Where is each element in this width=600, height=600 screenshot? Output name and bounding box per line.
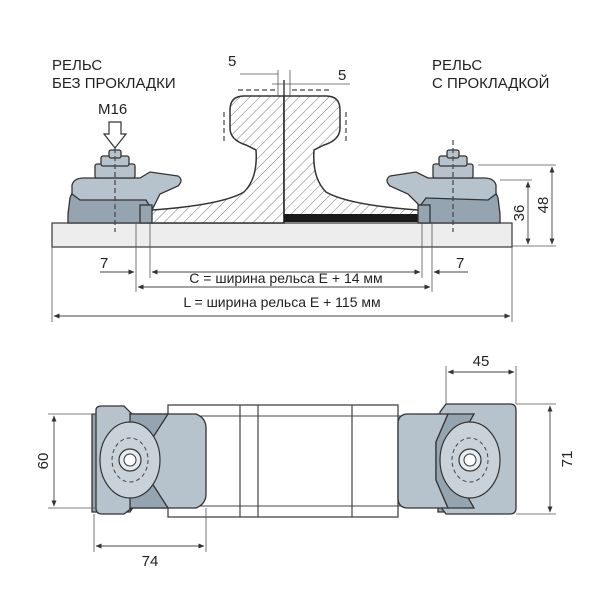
rail-pad (284, 214, 422, 222)
rail-no-pad-line2: БЕЗ ПРОКЛАДКИ (52, 75, 176, 92)
left-clamp (67, 140, 182, 232)
dim-height-60: 60 (35, 453, 52, 470)
section-view (51, 70, 556, 322)
right-clamp (386, 140, 501, 232)
dim-c-formula: C = ширина рельса E + 14 мм (189, 270, 382, 286)
rail-right-half (283, 95, 422, 217)
bolt-arrow (102, 121, 128, 149)
rail-with-pad-line1: РЕЛЬС (432, 57, 482, 74)
dim-height-71: 71 (559, 451, 576, 468)
plan-view (48, 366, 556, 552)
dim-offset-right: 7 (456, 255, 464, 272)
dim-l-formula: L = ширина рельса E + 115 мм (183, 294, 380, 310)
dim-offset-left: 7 (100, 255, 108, 272)
base-plate (51, 222, 513, 248)
dim-height-36: 36 (511, 205, 528, 222)
rail-left-half (149, 95, 285, 224)
rail-no-pad-line1: РЕЛЬС (52, 57, 102, 74)
dim-width-45: 45 (473, 353, 490, 370)
rail-with-pad-line2: С ПРОКЛАДКОЙ (432, 74, 549, 92)
right-clamp-plan (397, 403, 517, 515)
dim-length-74: 74 (142, 553, 159, 570)
bolt-label: M16 (98, 101, 127, 118)
dim-gap-left: 5 (228, 53, 236, 70)
dim-height-48: 48 (535, 197, 552, 214)
dim-gap-right: 5 (338, 67, 346, 84)
left-clamp-plan (91, 405, 207, 515)
